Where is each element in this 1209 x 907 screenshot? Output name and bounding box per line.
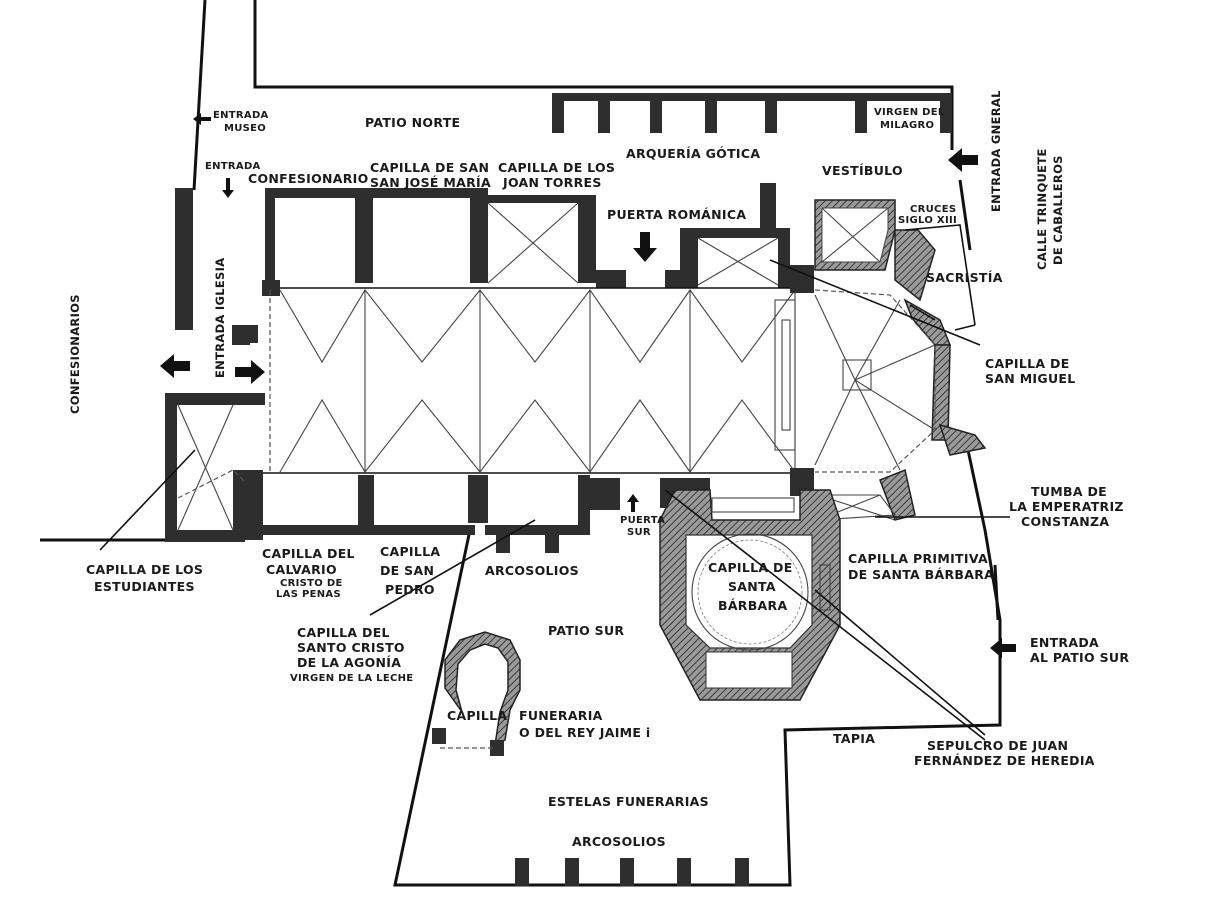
arrow-down-entrada <box>222 178 234 198</box>
label-virgen-milagro-1: VIRGEN DEL <box>874 107 945 118</box>
label-cruces-1: CRUCES <box>910 204 956 215</box>
label-entrada-museo-1: ENTRADA <box>213 110 269 121</box>
label-santa-barbara-1: CAPILLA DE <box>708 560 793 575</box>
arrow-right-iglesia <box>235 360 265 384</box>
label-san-pedro-2: DE SAN <box>380 563 434 578</box>
label-arcosolios-2: ARCOSOLIOS <box>572 834 666 849</box>
apse <box>814 199 987 521</box>
arrow-left-museo <box>193 113 211 125</box>
label-capilla-san-miguel-2: SAN MIGUEL <box>985 371 1076 386</box>
label-capilla-san-miguel-1: CAPILLA DE <box>985 356 1070 371</box>
label-patio-norte: PATIO NORTE <box>365 115 460 130</box>
arrow-left-patio-sur <box>990 638 1016 658</box>
label-tumba-3: CONSTANZA <box>1021 514 1109 529</box>
text-labels: ENTRADA MUSEO PATIO NORTE VIRGEN DEL MIL… <box>68 90 1129 849</box>
label-tapia: TAPIA <box>833 731 875 746</box>
label-cristo-penas-2: LAS PENAS <box>276 589 341 600</box>
label-puerta-romanica: PUERTA ROMÁNICA <box>607 207 746 222</box>
joan-torres-vault <box>487 202 579 284</box>
label-virgen-leche: VIRGEN DE LA LECHE <box>290 673 413 684</box>
label-santa-barbara-2: SANTA <box>728 579 776 594</box>
label-santo-cristo-1: CAPILLA DEL <box>297 625 390 640</box>
label-virgen-milagro-2: MILAGRO <box>880 120 934 131</box>
capilla-estudiantes <box>165 393 265 542</box>
label-entrada: ENTRADA <box>205 161 261 172</box>
label-puerta-sur-2: SUR <box>627 527 651 538</box>
label-entrada-gneral: ENTRADA GNERAL <box>989 90 1003 212</box>
arrow-left-entrada-general <box>948 148 978 172</box>
label-tumba-1: TUMBA DE <box>1031 484 1107 499</box>
label-san-pedro-3: PEDRO <box>385 582 435 597</box>
label-entrada-patio-sur-2: AL PATIO SUR <box>1030 650 1129 665</box>
label-funeraria-2: O DEL REY JAIME i <box>519 725 650 740</box>
label-tumba-2: LA EMPERATRIZ <box>1009 499 1124 514</box>
label-calvario-1: CAPILLA DEL <box>262 546 355 561</box>
santa-barbara-chapel <box>659 489 841 701</box>
south-arcosolios-wall <box>515 858 749 886</box>
label-arcosolios-1: ARCOSOLIOS <box>485 563 579 578</box>
san-miguel-vault <box>697 237 779 286</box>
label-capilla-san-jose-1: CAPILLA DE SAN <box>370 160 489 175</box>
label-arqueria-gotica: ARQUERÍA GÓTICA <box>626 146 760 161</box>
label-santo-cristo-2: SANTO CRISTO <box>297 640 405 655</box>
nave <box>232 188 814 553</box>
label-entrada-patio-sur-1: ENTRADA <box>1030 635 1099 650</box>
label-capilla-joan-torres-1: CAPILLA DE LOS <box>498 160 615 175</box>
label-primitiva-2: DE SANTA BÁRBARA <box>848 567 994 582</box>
label-primitiva-1: CAPILLA PRIMITIVA <box>848 551 988 566</box>
label-vestibulo: VESTÍBULO <box>822 163 903 178</box>
label-san-pedro-1: CAPILLA <box>380 544 440 559</box>
label-entrada-iglesia: ENTRADA IGLESIA <box>213 258 227 378</box>
arrow-down-puerta-romanica <box>633 232 657 262</box>
label-entrada-museo-2: MUSEO <box>224 123 266 134</box>
label-estudiantes-2: ESTUDIANTES <box>94 579 195 594</box>
label-confesionarios: CONFESIONARIOS <box>68 294 82 414</box>
label-estelas: ESTELAS FUNERARIAS <box>548 794 709 809</box>
label-puerta-sur-1: PUERTA <box>620 515 665 526</box>
label-santo-cristo-3: DE LA AGONÍA <box>297 655 401 670</box>
label-cruces-2: SIGLO XIII <box>898 215 957 226</box>
label-cristo-penas-1: CRISTO DE <box>280 578 343 589</box>
label-calvario-2: CALVARIO <box>266 562 337 577</box>
label-capilla-joan-torres-2: JOAN TORRES <box>502 175 602 190</box>
capilla-funeraria <box>432 631 521 756</box>
label-estudiantes-1: CAPILLA DE LOS <box>86 562 203 577</box>
arrow-left-confesionarios <box>160 354 190 378</box>
label-funeraria-1: FUNERARIA <box>519 708 603 723</box>
label-confesionario: CONFESIONARIO <box>248 171 369 186</box>
label-sacristia: SACRISTÍA <box>926 270 1003 285</box>
label-capilla-san-jose-2: SAN JOSÉ MARÍA <box>370 175 491 190</box>
confesionarios-wall <box>175 188 193 330</box>
arrow-up-puerta-sur <box>627 494 639 512</box>
label-calle-trinquete-2: DE CABALLEROS <box>1051 155 1065 265</box>
label-patio-sur: PATIO SUR <box>548 623 624 638</box>
label-capilla: CAPILLA <box>447 708 507 723</box>
label-calle-trinquete-1: CALLE TRINQUETE <box>1035 148 1049 270</box>
label-sepulcro-1: SEPULCRO DE JUAN <box>927 738 1068 753</box>
leader-lines <box>99 259 1010 741</box>
gothic-arcade <box>552 93 952 133</box>
label-sepulcro-2: FERNÁNDEZ DE HEREDIA <box>914 753 1095 768</box>
label-santa-barbara-3: BÁRBARA <box>718 598 787 613</box>
